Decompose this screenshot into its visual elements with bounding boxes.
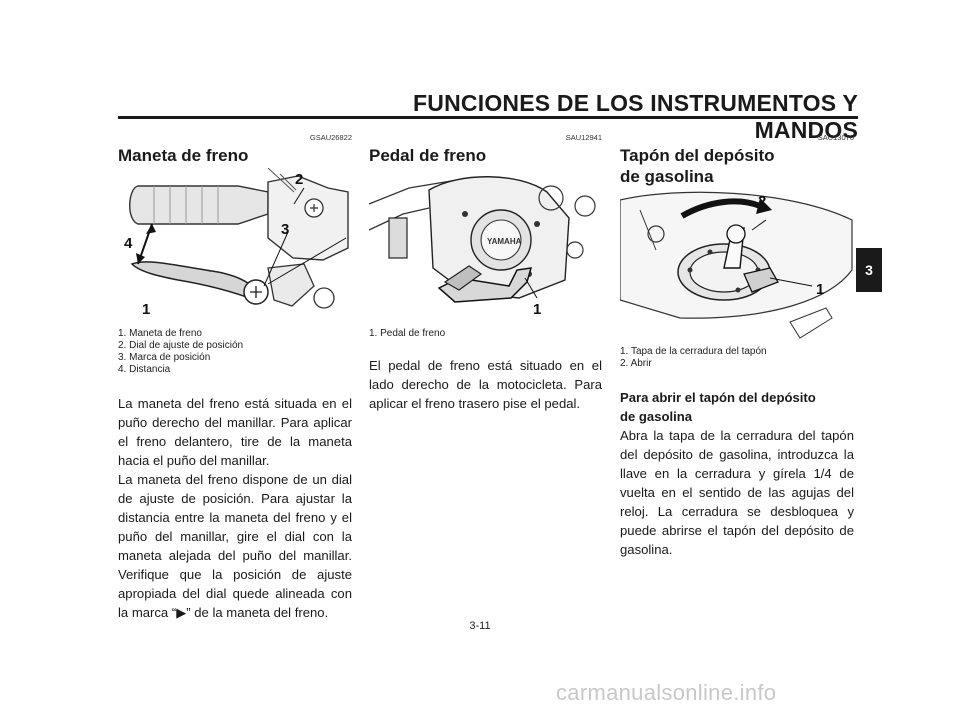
watermark: carmanualsonline.info <box>556 680 777 705</box>
caption-item: 1. Tapa de la cerradura del tapón <box>620 346 767 357</box>
brake-lever-figure: 2 3 4 1 <box>124 168 349 318</box>
col2-body: El pedal de freno está situado en el lad… <box>369 356 602 413</box>
col2-captions: 1. Pedal de freno <box>369 328 445 340</box>
figure-label-3: 3 <box>281 221 289 238</box>
col1-code: GSAU26822 <box>309 133 352 142</box>
col1-captions: 1. Maneta de freno 2. Dial de ajuste de … <box>118 328 243 376</box>
col2-heading: Pedal de freno <box>369 146 487 165</box>
figure-label-1: 1 <box>533 301 541 318</box>
caption-item: 1. Pedal de freno <box>369 328 446 339</box>
col3-subheading-line2: de gasolina <box>620 409 693 424</box>
paragraph: La maneta del freno dispone de un dial d… <box>118 472 352 620</box>
fuel-cap-figure: 2 1 <box>620 191 853 339</box>
col3-heading-line2: de gasolina <box>620 167 714 186</box>
col3-subheading-line1: Para abrir el tapón del depósito <box>620 390 816 405</box>
paragraph: El pedal de freno está situado en el lad… <box>369 358 602 411</box>
col1-body: La maneta del freno está situada en el p… <box>118 394 352 622</box>
page-header-title: FUNCIONES DE LOS INSTRUMENTOS Y MANDOS <box>413 90 858 143</box>
caption-item: 1. Maneta de freno <box>118 328 202 339</box>
header-rule <box>118 116 858 119</box>
engine-logo: YAMAHA <box>487 237 522 246</box>
paragraph: Abra la tapa de la cerradura del tapón d… <box>620 428 854 557</box>
figure-label-2: 2 <box>295 171 303 188</box>
col3-heading: Tapón del depósito de gasolina <box>620 145 775 187</box>
col2-code: SAU12941 <box>565 133 602 142</box>
brake-pedal-figure: YAMAHA 1 <box>369 176 596 318</box>
caption-item: 4. Distancia <box>118 364 171 375</box>
col1-heading: Maneta de freno <box>118 146 249 165</box>
page-number: 3-11 <box>469 620 491 632</box>
col3-body: Para abrir el tapón del depósito de gaso… <box>620 388 854 559</box>
paragraph: La maneta del freno está situada en el p… <box>118 396 352 468</box>
caption-item: 2. Dial de ajuste de posición <box>118 340 244 351</box>
caption-item: 2. Abrir <box>620 358 652 369</box>
figure-label-1: 1 <box>816 281 824 298</box>
col3-code: SAU13070 <box>817 133 854 142</box>
col3-heading-line1: Tapón del depósito <box>620 146 775 165</box>
chapter-tab: 3 <box>856 248 882 292</box>
figure-label-4: 4 <box>124 235 133 252</box>
caption-item: 3. Marca de posición <box>118 352 211 363</box>
figure-label-2: 2 <box>758 193 766 210</box>
figure-label-1: 1 <box>142 301 150 318</box>
col3-captions: 1. Tapa de la cerradura del tapón 2. Abr… <box>620 346 767 370</box>
